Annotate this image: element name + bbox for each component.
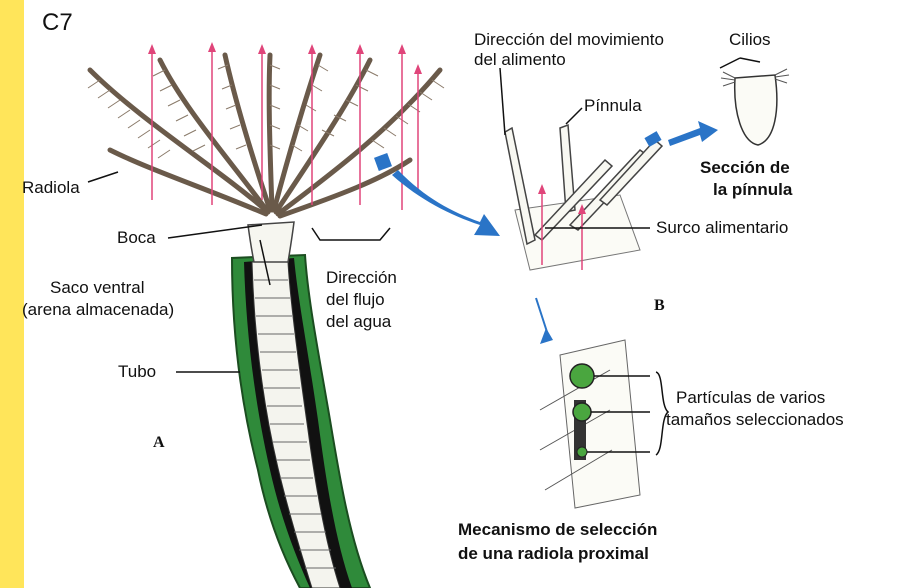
label-mouth: Boca (117, 228, 156, 248)
particle-medium (573, 403, 591, 421)
label-radiole: Radiola (22, 178, 80, 198)
label-cilia: Cilios (729, 30, 771, 50)
figure-b-letter: B (654, 296, 665, 316)
label-food-groove: Surco alimentario (656, 218, 788, 238)
label-ventral-sac-line1: Saco ventral (50, 278, 145, 298)
caption-mechanism-line1: Mecanismo de selección (458, 520, 657, 540)
label-tube: Tubo (118, 362, 156, 382)
slide-code: C7 (42, 10, 73, 36)
label-pinnule-section-line1: Sección de (700, 158, 790, 178)
caption-mechanism-line2: de una radiola proximal (458, 544, 649, 564)
blue-arrow-to-b (392, 170, 500, 236)
label-pinnule: Pínnula (584, 96, 642, 116)
mechanism-box (560, 340, 640, 508)
label-food-direction-line2: del alimento (474, 50, 566, 70)
leader-lines-b (500, 58, 760, 228)
label-water-flow-line3: del agua (326, 312, 391, 332)
label-water-flow-line1: Dirección (326, 268, 397, 288)
label-food-direction-line1: Dirección del movimiento (474, 30, 664, 50)
label-particles-line2: tamaños seleccionados (666, 410, 844, 430)
radiole-highlight (374, 153, 392, 171)
ventral-sac (248, 222, 294, 262)
label-particles-line1: Partículas de varios (676, 388, 825, 408)
label-water-flow-line2: del flujo (326, 290, 385, 310)
radiole-pinnules (88, 65, 444, 158)
particle-small (577, 447, 587, 457)
pinnule-section (735, 75, 777, 145)
blue-arrow-to-section (668, 121, 718, 146)
flow-arrowheads (148, 42, 422, 74)
label-ventral-sac-line2: (arena almacenada) (22, 300, 174, 320)
particle-large (570, 364, 594, 388)
label-pinnule-section-line2: la pínnula (713, 180, 792, 200)
figure-a-letter: A (153, 433, 165, 453)
